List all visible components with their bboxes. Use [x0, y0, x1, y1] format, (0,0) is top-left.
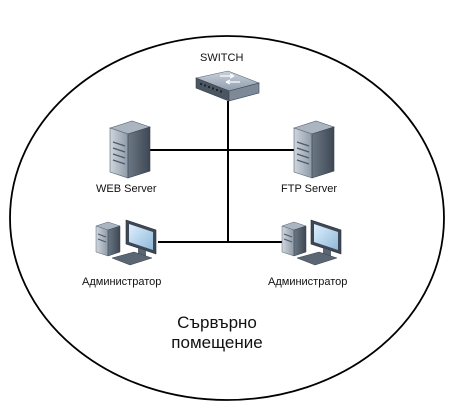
- ftp-server-label: FTP Server: [281, 183, 338, 195]
- room-label: Сървърно помещение: [150, 313, 284, 353]
- ftp-server-icon: [293, 120, 335, 179]
- room-label-line2: помещение: [171, 333, 263, 352]
- web-server-label: WEB Server: [96, 183, 157, 195]
- network-links: [150, 101, 296, 243]
- server-room-boundary: [9, 35, 445, 401]
- room-label-line1: Сървърно: [177, 313, 257, 332]
- switch-label: SWITCH: [200, 52, 244, 64]
- admin-right-label: Администратор: [268, 276, 348, 288]
- admin-left-label: Администратор: [82, 276, 162, 288]
- workstation-left-icon: [95, 219, 157, 266]
- workstation-right-icon: [281, 219, 342, 266]
- switch-icon: [194, 70, 260, 102]
- web-server-icon: [109, 120, 151, 179]
